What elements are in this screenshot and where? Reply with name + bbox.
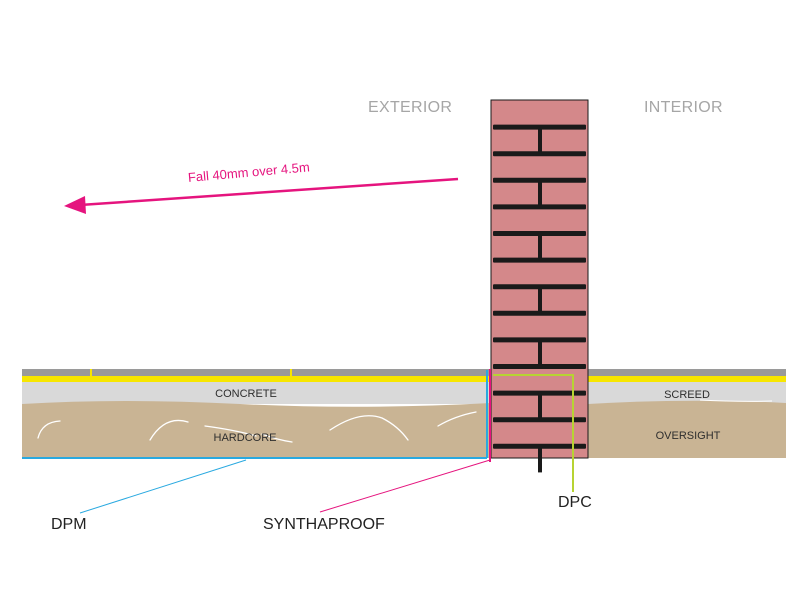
mortar-perpend-joint [538, 392, 542, 420]
mortar-bed-joint [493, 417, 586, 423]
fall-arrow-head [64, 196, 86, 214]
concrete-label: CONCRETE [215, 388, 277, 400]
mortar-perpend-joint [538, 445, 542, 473]
mortar-bed-joint [493, 257, 586, 263]
oversight-label: OVERSIGHT [655, 430, 721, 442]
hardcore-texture [37, 411, 477, 443]
brick-wall [490, 99, 589, 473]
synthaproof-callout: SYNTHAPROOF [263, 516, 385, 533]
mortar-perpend-joint [538, 126, 542, 154]
interior-label: INTERIOR [644, 99, 723, 116]
interior-surface-layer [588, 369, 786, 376]
mortar-perpend-joint [538, 233, 542, 260]
interior-yellow-membrane [588, 376, 786, 382]
screed-label: SCREED [664, 389, 710, 401]
hardcore-layer [22, 401, 491, 458]
oversight-layer [588, 400, 786, 458]
mortar-bed-joint [493, 204, 586, 210]
screed-texture [699, 399, 773, 402]
screed-layer [588, 382, 786, 404]
mortar-perpend-joint [538, 339, 542, 366]
exterior-label: EXTERIOR [368, 99, 453, 116]
concrete-layer [22, 382, 491, 404]
dpc-line [493, 374, 574, 492]
exterior-surface-layer [22, 369, 491, 376]
dpm-leader [79, 459, 247, 514]
dpc-callout: DPC [558, 494, 592, 511]
hardcore-label: HARDCORE [213, 432, 277, 444]
mortar-bed-joint [493, 364, 586, 369]
mortar-bed-joint [493, 151, 586, 157]
synthaproof-leader [319, 459, 491, 513]
exterior-yellow-membrane [22, 376, 491, 382]
mortar-perpend-joint [538, 286, 542, 313]
dpm-callout: DPM [51, 516, 87, 533]
fall-arrow-line [79, 177, 459, 207]
mortar-perpend-joint [538, 179, 542, 207]
brick-wall-outline [490, 99, 589, 459]
mortar-bed-joint [493, 310, 586, 316]
